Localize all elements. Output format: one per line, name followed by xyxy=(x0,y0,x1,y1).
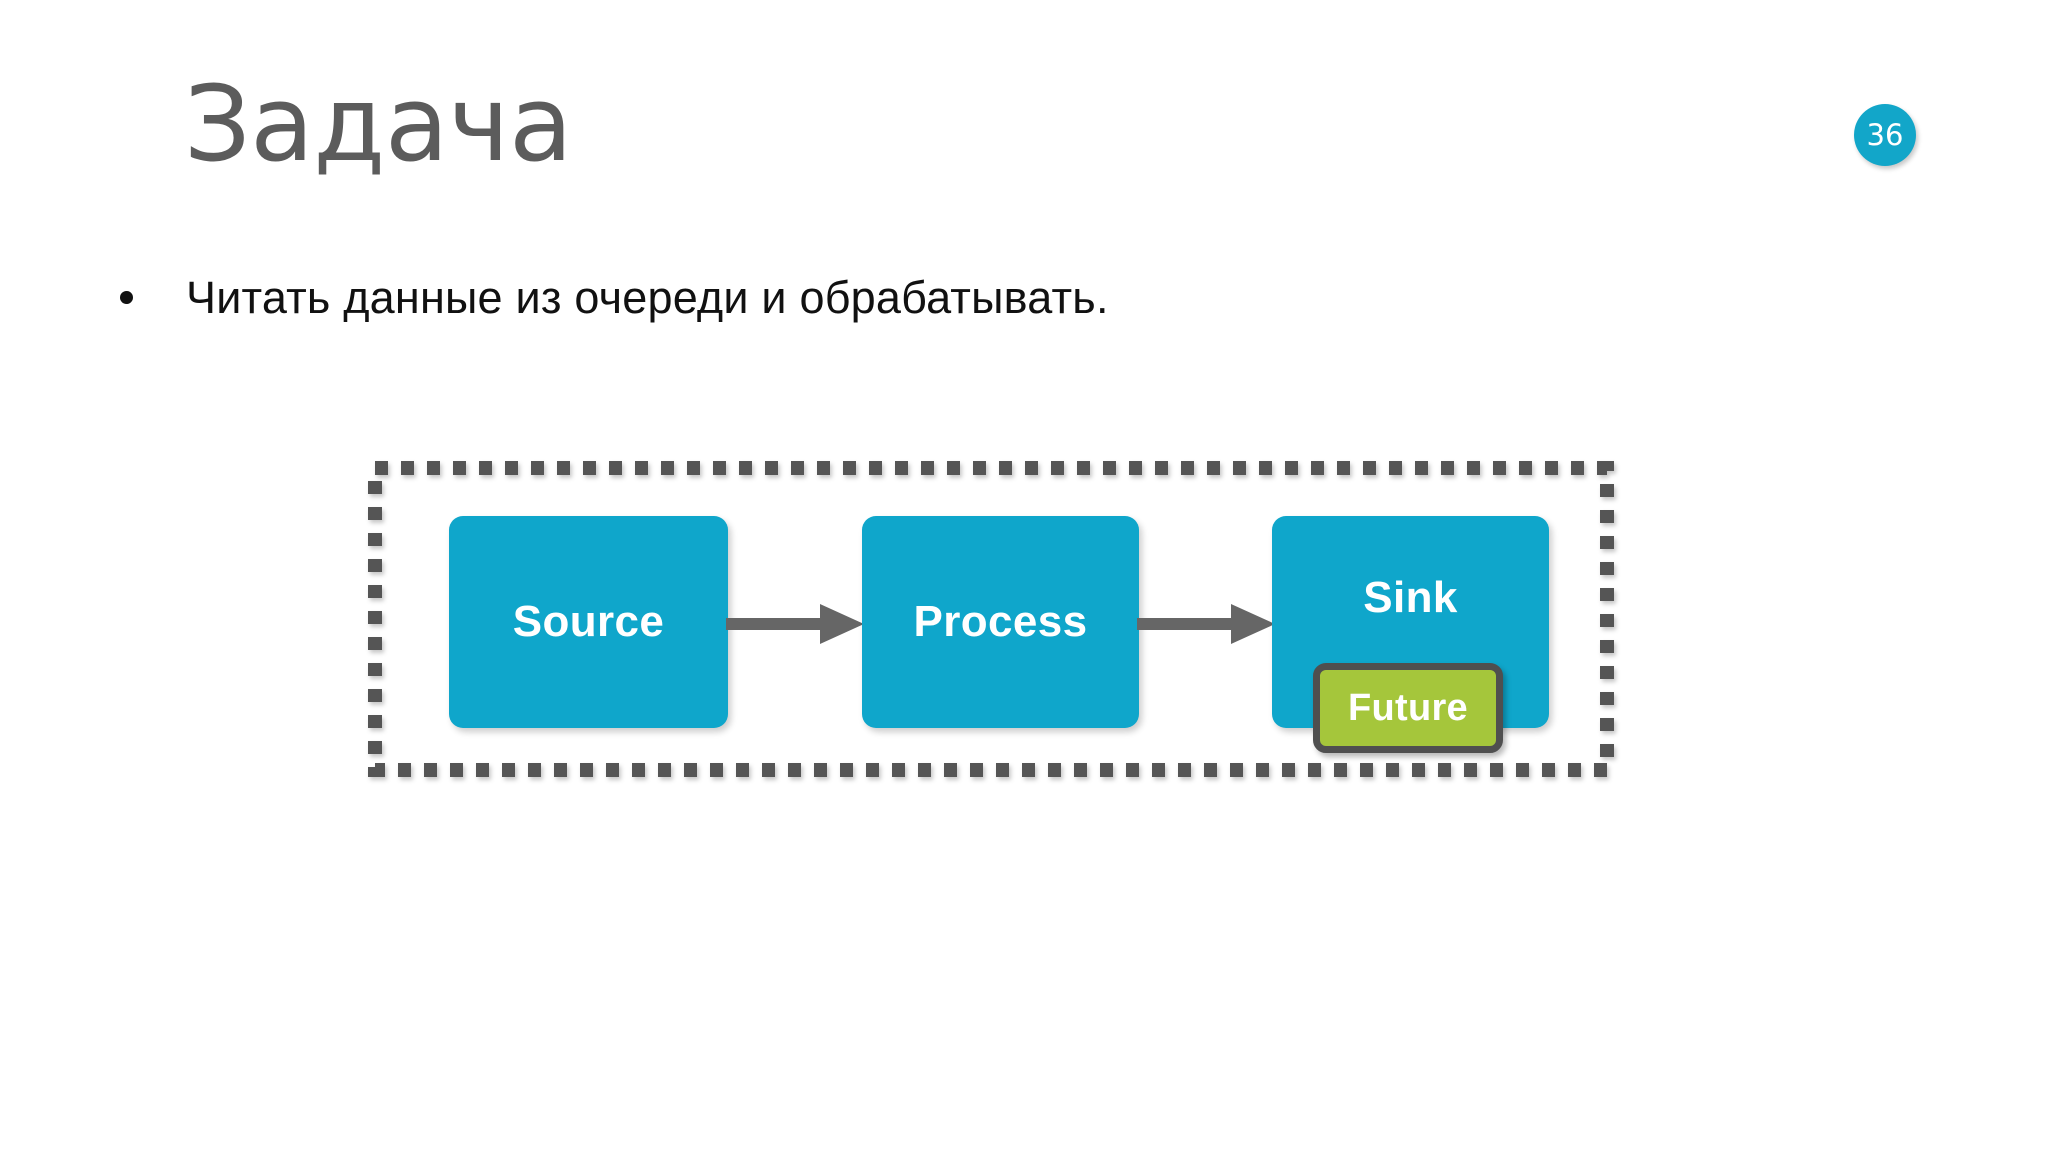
diagram-node-source[interactable]: Source xyxy=(449,516,728,728)
diagram-node-process-label: Process xyxy=(913,597,1088,646)
page-number-label: 36 xyxy=(1866,118,1904,152)
bullet-item: Читать данные из очереди и обрабатывать. xyxy=(120,272,1109,324)
diagram-node-process[interactable]: Process xyxy=(862,516,1139,728)
diagram-node-source-label: Source xyxy=(512,597,665,646)
diagram-arrow-process-to-sink xyxy=(1137,604,1275,644)
page-number-badge: 36 xyxy=(1854,104,1916,166)
diagram-node-sink-label: Sink xyxy=(1363,573,1458,622)
diagram-arrow-source-to-process xyxy=(726,604,864,644)
bullet-text: Читать данные из очереди и обрабатывать. xyxy=(186,272,1109,323)
diagram-badge-future[interactable]: Future xyxy=(1313,663,1503,753)
bullet-marker-icon xyxy=(120,291,133,304)
diagram-dashed-boundary xyxy=(368,461,1614,777)
diagram-badge-future-label: Future xyxy=(1347,686,1468,729)
page-title: Задача xyxy=(184,63,573,185)
